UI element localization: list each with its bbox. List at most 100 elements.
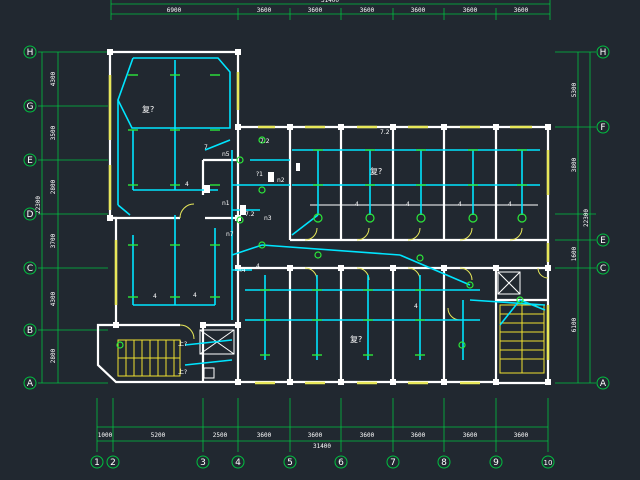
axis-E-left: E (27, 156, 33, 166)
circuit-label: n4 (238, 267, 246, 274)
room-label-upper-rooms: 复? (370, 166, 382, 176)
axis-G-left: G (27, 102, 34, 112)
stairs-right (499, 304, 545, 374)
circuit-label: 4 (185, 181, 189, 188)
circuit-label: 4 (153, 293, 157, 300)
axis-A-right: A (600, 379, 607, 389)
circuit-label: 4 (414, 303, 418, 310)
left-dim-seg: 3700 (50, 233, 57, 248)
bottom-dim-seg: 5200 (151, 432, 166, 439)
axis-1-label: 1 (94, 458, 100, 468)
circuit-label: 4 (458, 201, 462, 208)
right-dim-seg: 3800 (571, 157, 578, 172)
room-labels: 复? 复? 复? (142, 104, 382, 344)
bottom-dim-seg: 3600 (514, 432, 529, 439)
windows (108, 72, 550, 385)
row-axis-bubbles-right (596, 45, 610, 390)
left-dim-seg: 2800 (50, 179, 57, 194)
axis-9-label: 9 (493, 458, 499, 468)
top-dim-overall: 31400 (321, 0, 339, 4)
elevator-shaft (497, 271, 521, 295)
circuit-label: 7.2 (245, 211, 255, 218)
stair-label: 上? (178, 340, 187, 348)
bottom-dim-seg: 2500 (213, 432, 228, 439)
top-dim-seg: 6900 (167, 7, 182, 14)
right-dim-seg: 6100 (571, 317, 578, 332)
axis-A-left: A (27, 379, 34, 389)
circuit-label: 7.2 (380, 129, 390, 136)
right-dim-seg: 1600 (571, 246, 578, 261)
bottom-dim-seg: 3600 (411, 432, 426, 439)
building-walls (96, 50, 550, 385)
axis-D-left: D (27, 210, 34, 220)
circuit-label: 4 (355, 201, 359, 208)
column-axis-bubbles (90, 455, 555, 469)
top-dim-seg: 3600 (411, 7, 426, 14)
bottom-dim-seg: 3600 (308, 432, 323, 439)
row-axis-labels-right: H F E C A (600, 48, 607, 389)
axis-2-label: 2 (110, 458, 116, 468)
circuit-label: n2 (277, 177, 285, 184)
circuit-label: ?1 (256, 171, 263, 178)
circuit-label: n5 (222, 151, 230, 158)
left-dim-seg: 4300 (50, 71, 57, 86)
circuit-label: 4 (193, 292, 197, 299)
axis-H-left: H (27, 48, 34, 58)
circuit-label: n7 (226, 231, 234, 238)
bottom-dim-overall: 31400 (313, 443, 331, 450)
circuit-label: n1 (222, 200, 230, 207)
stair-label: 上? (178, 368, 187, 376)
axis-B-left: B (27, 326, 33, 336)
axis-7-label: 7 (390, 458, 396, 468)
axis-10-label: 10 (544, 459, 553, 467)
circuit-labels: n5 ?1 n2 n3 n1 n7 n4 7.2 7.2 7.2 7 4 4 4… (153, 129, 512, 310)
stair-labels: 上? 上? (178, 340, 187, 376)
top-dim-seg: 3600 (463, 7, 478, 14)
right-dim-overall: 22300 (583, 209, 590, 227)
left-dim-overall: 22300 (35, 196, 42, 214)
right-dimension-texts: 5300 3800 1600 6100 22300 (571, 82, 590, 332)
bottom-dim-seg: 3600 (463, 432, 478, 439)
column-axis-labels: 1 2 3 4 5 6 7 8 9 10 (94, 458, 552, 468)
bottom-dimension-texts: 1000 5200 2500 3600 3600 3600 3600 3600 … (98, 432, 529, 450)
left-dimension-texts: 4300 3500 2800 3700 4300 2800 22300 (35, 71, 57, 363)
toilet-room (199, 329, 235, 379)
circuit-label: 7 (204, 144, 208, 151)
wiring-circuits (117, 57, 546, 366)
top-dim-seg: 3600 (257, 7, 272, 14)
top-dim-seg: 3600 (308, 7, 323, 14)
circuit-label: 4 (508, 201, 512, 208)
circuit-label: n3 (264, 215, 272, 222)
room-label-left-hall: 复? (142, 104, 154, 114)
axis-3-label: 3 (200, 458, 206, 468)
top-dimension-chain (110, 0, 551, 20)
row-axis-bubbles-left (23, 45, 37, 390)
light-fixtures (128, 74, 527, 356)
left-dim-seg: 3500 (50, 125, 57, 140)
axis-4-label: 4 (235, 458, 241, 468)
room-label-lower-rooms: 复? (350, 334, 362, 344)
right-dim-seg: 5300 (571, 82, 578, 97)
door-swings (179, 203, 549, 340)
axis-F-right: F (600, 123, 605, 133)
left-dim-seg: 4300 (50, 291, 57, 306)
switch-panels (204, 163, 300, 215)
right-dimension-chain (555, 51, 596, 384)
axis-5-label: 5 (287, 458, 293, 468)
axis-E-right: E (600, 236, 606, 246)
outlets (116, 136, 527, 349)
bottom-dim-seg: 3600 (257, 432, 272, 439)
top-dim-seg: 3600 (514, 7, 529, 14)
stairs-left (117, 339, 181, 377)
row-axis-labels-left: H G E D C B A (27, 48, 34, 389)
axis-H-right: H (600, 48, 607, 58)
axis-C-left: C (27, 264, 33, 274)
bottom-dim-seg: 1000 (98, 432, 113, 439)
structural-columns (107, 49, 551, 385)
top-dimension-texts: 31400 6900 3600 3600 3600 3600 3600 3600 (167, 0, 529, 14)
circuit-label: 4 (256, 263, 260, 270)
bottom-dimension-chain (96, 398, 549, 452)
axis-6-label: 6 (338, 458, 344, 468)
circuit-label: 4 (406, 201, 410, 208)
